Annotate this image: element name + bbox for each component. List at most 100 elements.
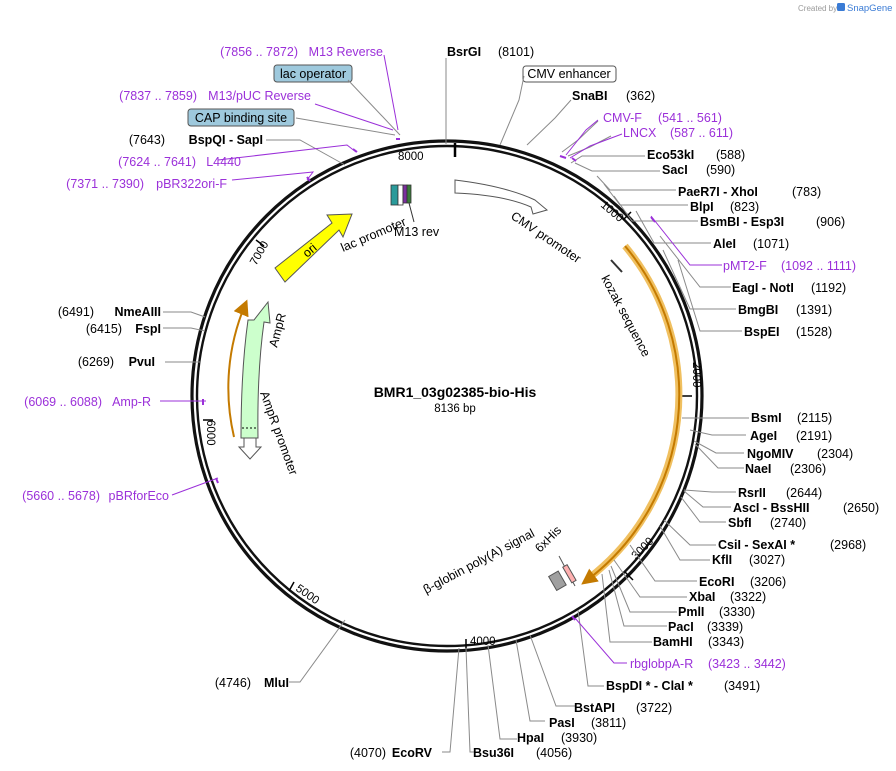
site-name-pasi: PasI [549, 716, 575, 730]
site-pos-blpi: (823) [730, 200, 759, 214]
primer-marks [202, 138, 656, 621]
site-pos-bsshii: (2650) [843, 501, 879, 515]
ring-tick-6000: 6000 [204, 420, 216, 446]
feature-cmv-promoter[interactable]: CMV promoter [454, 179, 584, 266]
ring-tick-8000: 8000 [398, 151, 424, 163]
ring-tick-4000: 4000 [470, 636, 496, 648]
site-pos-snabi: (362) [626, 89, 655, 103]
site-pos-cmvf: (541 .. 561) [658, 111, 722, 125]
feature-label-ori: ori [300, 241, 320, 261]
site-pos-ecori: (3206) [750, 575, 786, 589]
site-name-pvui: PvuI [129, 355, 155, 369]
site-pos-eco53ki: (588) [716, 148, 745, 162]
site-pos-bsrgi: (8101) [498, 45, 534, 59]
site-leaders [163, 58, 749, 753]
svg-text:lac operator: lac operator [280, 67, 346, 81]
site-name-agei: AgeI [750, 429, 777, 443]
site-pos-alei: (1071) [753, 237, 789, 251]
site-pos-ngomiv: (2304) [817, 447, 853, 461]
site-pos-bmgbi: (1391) [796, 303, 832, 317]
site-name-pmli: PmlI [678, 605, 704, 619]
site-name-blpi: BlpI [690, 200, 714, 214]
site-pos-ampr-primer: (6069 .. 6088) [24, 395, 102, 409]
site-pos-bamhi: (3343) [708, 635, 744, 649]
site-pos-pbrforeco: (5660 .. 5678) [22, 489, 100, 503]
site-pos-lncx: (587 .. 611) [670, 126, 733, 140]
site-name-bsmi: BsmI [751, 411, 782, 425]
site-pos-pmt2f: (1092 .. 1111) [781, 259, 856, 273]
site-pos-m13rev: (7856 .. 7872) [220, 45, 298, 59]
feature-label-m13-rev: M13 rev [394, 225, 440, 239]
site-name-bstapi: BstAPI [574, 701, 615, 715]
feature-ori[interactable]: ori [274, 213, 353, 283]
site-labels-left: (4070) EcoRV (4746) MluI (5660 .. 5678) … [22, 45, 432, 760]
site-name-snabi: SnaBI [572, 89, 607, 103]
site-name-sexai: CsiI - SexAI * [718, 538, 795, 552]
site-name-nmeaiii: NmeAIII [114, 305, 161, 319]
site-pos-sbfi: (2740) [770, 516, 806, 530]
site-name-ampr-primer: Amp-R [112, 395, 151, 409]
label-lac-operator[interactable]: lac operator [273, 64, 353, 83]
site-name-naei: NaeI [745, 462, 771, 476]
label-cap-binding-site[interactable]: CAP binding site [187, 108, 295, 127]
snapgene-logo-icon [837, 3, 845, 11]
feature-label-beta-globin: β-globin poly(A) signal [421, 526, 537, 597]
site-name-hpai: HpaI [517, 731, 544, 745]
site-pos-pbr322ori: (7371 .. 7390) [66, 177, 144, 191]
site-name-bsu36i: Bsu36I [473, 746, 514, 760]
site-name-sapi: BspQI - SapI [189, 133, 263, 147]
site-pos-pmli: (3330) [719, 605, 755, 619]
site-pos-bspei: (1528) [796, 325, 832, 339]
site-name-paci: PacI [668, 620, 694, 634]
ring-tick-2000: 2000 [690, 362, 702, 388]
site-pos-bsmi: (2115) [797, 411, 832, 425]
site-name-xbai: XbaI [689, 590, 715, 604]
site-pos-rsrii: (2644) [786, 486, 822, 500]
site-pos-pasi: (3811) [591, 716, 626, 730]
site-name-bsmbi: BsmBI - Esp3I [700, 215, 784, 229]
site-name-eco53ki: Eco53kI [647, 148, 694, 162]
site-pos-pvui: (6269) [78, 355, 114, 369]
site-pos-saci: (590) [706, 163, 735, 177]
feature-label-cmv-promoter: CMV promoter [508, 209, 583, 266]
site-pos-sapi: (7643) [129, 133, 165, 147]
site-name-alei: AleI [713, 237, 736, 251]
insert-orf-arrow[interactable] [581, 245, 681, 585]
feature-label-kozak: kozak sequence [598, 273, 653, 359]
site-name-ecori: EcoRI [699, 575, 734, 589]
site-name-kfli: KflI [712, 553, 732, 567]
plasmid-size: 8136 bp [434, 403, 476, 415]
site-pos-m13puc: (7837 .. 7859) [119, 89, 197, 103]
site-name-ecorv: EcoRV [392, 746, 433, 760]
site-labels: BsrGI (8101) SnaBI (362) CMV-F (541 .. 5… [447, 45, 879, 760]
feature-m13-rev[interactable]: M13 rev [394, 184, 440, 239]
site-name-mlui: MluI [264, 676, 289, 690]
site-name-saci: SacI [662, 163, 688, 177]
site-pos-hpai: (3930) [561, 731, 597, 745]
label-cmv-enhancer[interactable]: CMV enhancer [522, 65, 617, 83]
kozak-marker [610, 259, 623, 273]
site-pos-bstapi: (3722) [636, 701, 672, 715]
site-pos-rbglobpa: (3423 .. 3442) [708, 657, 786, 671]
site-pos-bsu36i: (4056) [536, 746, 572, 760]
site-pos-paci: (3339) [707, 620, 743, 634]
site-name-m13puc: M13/pUC Reverse [208, 89, 311, 103]
site-pos-sexai: (2968) [830, 538, 866, 552]
site-name-bmgbi: BmgBI [738, 303, 778, 317]
site-pos-agei: (2191) [796, 429, 832, 443]
site-name-rsrii: RsrII [738, 486, 766, 500]
site-pos-kfli: (3027) [749, 553, 785, 567]
plasmid-title: BMR1_03g02385-bio-His [374, 384, 537, 400]
site-pos-clai: (3491) [724, 679, 760, 693]
credit-text: Created by [798, 4, 837, 13]
site-name-clai: BspDI * - ClaI * [606, 679, 693, 693]
site-name-rbglobpa: rbglobpA-R [630, 657, 693, 671]
site-name-bsshii: AscI - BssHII [733, 501, 809, 515]
amp-primer-arc [227, 299, 249, 438]
site-pos-naei: (2306) [790, 462, 826, 476]
ring-tick-7000: 7000 [248, 239, 271, 267]
site-pos-xbai: (3322) [730, 590, 766, 604]
svg-text:CAP binding site: CAP binding site [195, 111, 287, 125]
site-pos-ecorv: (4070) [350, 746, 386, 760]
